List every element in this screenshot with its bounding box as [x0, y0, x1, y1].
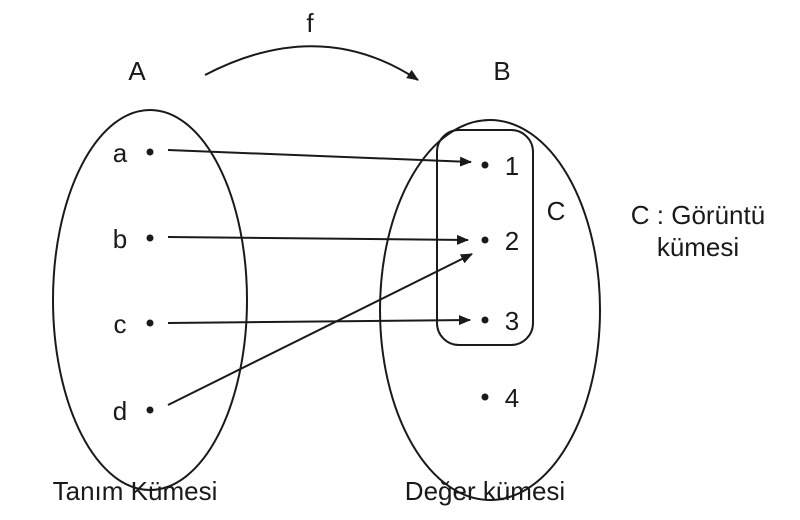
arrow-a-1: [167, 149, 472, 167]
set-a-label: A: [128, 56, 146, 86]
function-label: f: [306, 8, 314, 38]
function-arrow: [204, 45, 419, 81]
arrow-b-2: [167, 234, 469, 245]
image-set-legend-line1: C : Görüntü: [631, 200, 765, 230]
element-b: b: [113, 224, 127, 254]
arrow-d-2: [167, 253, 473, 406]
mapping-arrows: [167, 149, 473, 406]
set-b-ellipse: [379, 119, 601, 501]
set-b-elements: 1 2 3 4: [481, 151, 519, 413]
point-4: [481, 393, 489, 401]
element-a: a: [113, 138, 128, 168]
element-3: 3: [505, 306, 519, 336]
point-3: [481, 316, 489, 324]
element-d: d: [113, 396, 127, 426]
codomain-caption: Değer kümesi: [405, 476, 565, 506]
image-set-box: [436, 129, 534, 346]
point-a: [146, 148, 154, 156]
point-c: [146, 319, 154, 327]
point-b: [146, 234, 154, 242]
set-b-label: B: [493, 56, 510, 86]
set-a-elements: a b c d: [113, 138, 154, 426]
point-2: [481, 236, 489, 244]
image-set-label: C: [547, 196, 566, 226]
point-d: [146, 406, 154, 414]
arrow-c-3: [167, 315, 471, 326]
domain-caption: Tanım Kümesi: [53, 476, 218, 506]
set-a-ellipse: [52, 109, 248, 491]
point-1: [481, 161, 489, 169]
element-2: 2: [505, 226, 519, 256]
element-1: 1: [505, 151, 519, 181]
image-set-legend-line2: kümesi: [657, 232, 739, 262]
element-c: c: [114, 309, 127, 339]
element-4: 4: [505, 383, 519, 413]
